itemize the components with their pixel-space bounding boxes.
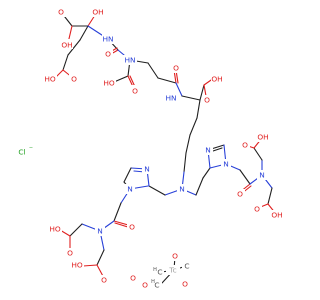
- atom-ho-label: HO: [103, 79, 115, 88]
- chloride-label: Cl: [18, 148, 25, 157]
- atom-ho-label: HO: [49, 225, 61, 234]
- atom-oh-label: OH: [271, 211, 282, 220]
- atom-hn-label: HN: [165, 94, 176, 103]
- atom-o-label: O: [71, 75, 77, 84]
- atom-o-label: O: [142, 281, 148, 290]
- atom-o-label: O: [58, 8, 64, 17]
- atom-o-label: O: [101, 276, 107, 285]
- atom-n-label: N: [127, 185, 133, 194]
- atom-n-label: N: [205, 146, 211, 155]
- atom-o-label: O: [254, 205, 260, 214]
- technetium-label: Tc: [168, 266, 176, 275]
- atom-o-label: O: [130, 274, 136, 283]
- atom-ho-label: HO: [44, 75, 56, 84]
- atom-o-label: O: [67, 249, 73, 258]
- carbon-label: C: [184, 262, 189, 271]
- atom-hn-label: HN: [102, 35, 113, 44]
- atom-o-label: O: [242, 141, 248, 150]
- atom-ho-label: HO: [71, 261, 83, 270]
- atom-n-label: N: [97, 227, 103, 236]
- structure-diagram: O OH OH HO O HN O HN HO O O HN OH O Cl −: [18, 7, 284, 291]
- atom-oh-label: OH: [92, 8, 103, 17]
- atom-o-label: O: [182, 280, 188, 289]
- carbon-h-prefix: H: [151, 279, 155, 285]
- atom-n-label: N: [179, 185, 185, 194]
- atom-n-label: N: [144, 165, 150, 174]
- carbon-h-prefix: H: [153, 267, 157, 273]
- atom-o-label: O: [173, 64, 179, 73]
- atom-o-label: O: [105, 50, 111, 59]
- atom-o-label: O: [172, 252, 178, 261]
- atom-oh-label: OH: [61, 41, 72, 50]
- atom-n-label: N: [259, 171, 265, 180]
- atom-n-label: N: [223, 160, 229, 169]
- atom-oh-label: OH: [211, 75, 222, 84]
- carbon-label: C: [157, 268, 162, 277]
- atom-hn-label: HN: [124, 56, 135, 65]
- atom-o-label: O: [237, 190, 243, 199]
- carbon-label: C: [154, 281, 159, 290]
- chloride-charge: −: [29, 145, 33, 151]
- atom-o-label: O: [132, 87, 138, 96]
- atom-o-label: O: [204, 96, 210, 105]
- atom-oh-label: OH: [257, 133, 268, 142]
- atom-labels: O OH OH HO O HN O HN HO O O HN OH O Cl −: [18, 7, 284, 291]
- atom-o-label: O: [129, 223, 135, 232]
